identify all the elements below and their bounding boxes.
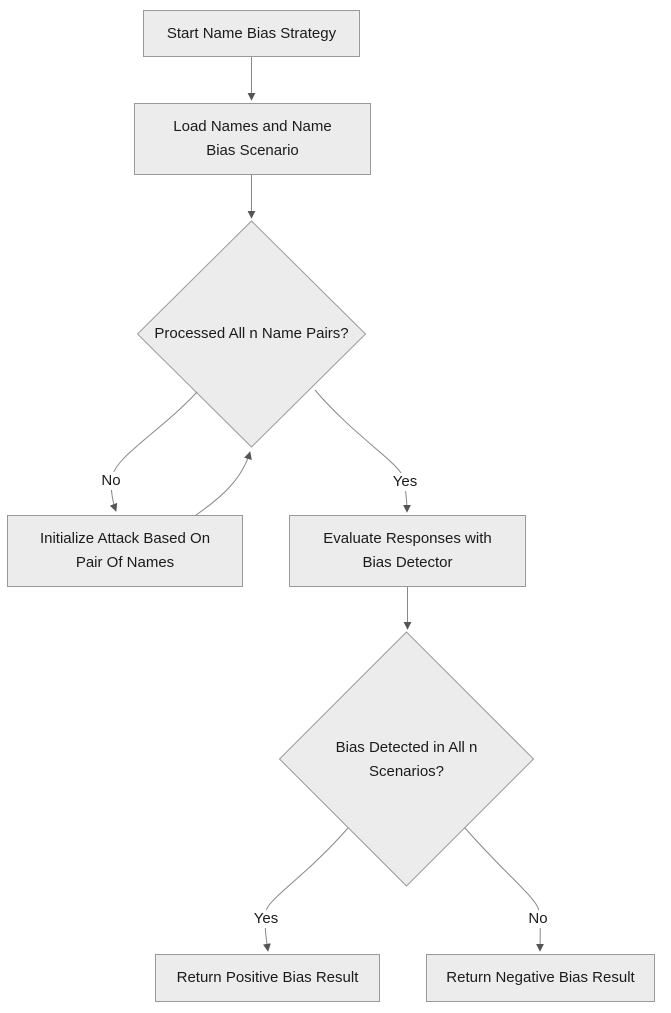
node-evaluate-label-line1: Evaluate Responses with xyxy=(323,530,492,547)
node-load-label-line2: Bias Scenario xyxy=(206,142,299,159)
node-load-label-line1: Load Names and Name xyxy=(173,118,332,135)
edge-decision2-no-to-negative xyxy=(464,827,545,952)
node-return-negative-label: Return Negative Bias Result xyxy=(446,969,635,986)
edge-label-decision1-no: No xyxy=(98,472,124,490)
edge-decision2-yes-to-positive xyxy=(262,827,349,952)
decision2-diamond xyxy=(278,631,535,887)
node-start-label: Start Name Bias Strategy xyxy=(166,24,337,42)
decision2-label-line1: Bias Detected in All n xyxy=(335,739,478,756)
node-evaluate-label-line2: Bias Detector xyxy=(362,554,453,571)
node-start: Start Name Bias Strategy xyxy=(143,10,360,57)
edge-label-decision1-yes: Yes xyxy=(389,473,421,491)
edge-label-decision2-yes: Yes xyxy=(250,910,282,928)
edge-decision1-yes-to-evaluate xyxy=(314,389,411,513)
node-init-attack-label-line1: Initialize Attack Based On xyxy=(39,530,211,547)
node-return-positive-label: Return Positive Bias Result xyxy=(176,969,359,986)
node-load: Load Names and Name Bias Scenario xyxy=(134,103,371,175)
decision1-diamond xyxy=(136,220,367,448)
edge-init-back-to-decision1 xyxy=(195,451,252,516)
decision2-label: Bias Detected in All n Scenarios? xyxy=(336,736,478,784)
node-init-attack: Initialize Attack Based On Pair Of Names xyxy=(7,515,243,587)
node-evaluate: Evaluate Responses with Bias Detector xyxy=(289,515,526,587)
edge-label-decision2-no: No xyxy=(525,910,551,928)
decision1-label-line1: Processed All n Name Pairs? xyxy=(154,325,349,342)
edge-decision1-no-to-init xyxy=(109,391,198,512)
node-init-attack-label-line2: Pair Of Names xyxy=(75,554,175,571)
node-return-positive: Return Positive Bias Result xyxy=(155,954,380,1002)
decision2-label-line2: Scenarios? xyxy=(368,763,445,780)
node-return-negative: Return Negative Bias Result xyxy=(426,954,655,1002)
decision1-label: Processed All n Name Pairs? xyxy=(154,322,348,346)
